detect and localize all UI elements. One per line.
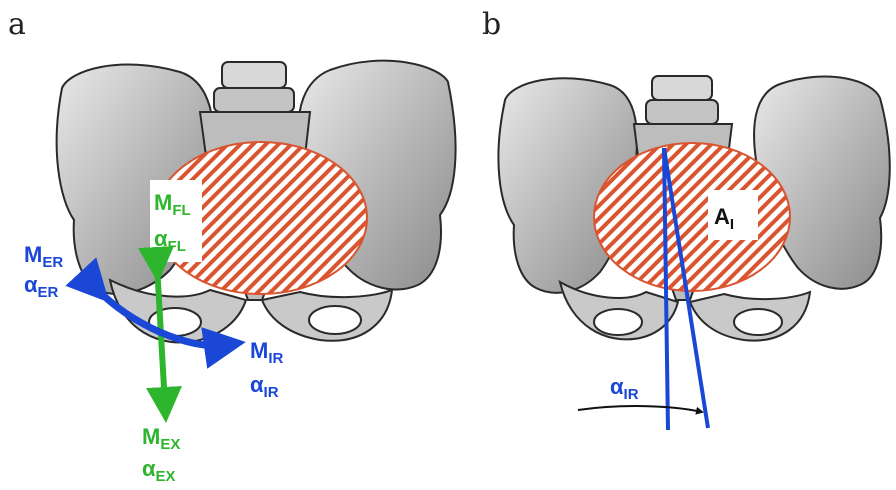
label-alpha-er: αER (24, 272, 59, 301)
panel-letter-b: b (482, 7, 501, 42)
label-alpha-ex: αEX (142, 456, 176, 485)
label-m-er: MER (24, 242, 63, 271)
panel-letter-a: a (8, 7, 26, 42)
panel-a: a MFL αFL MER αER MIR (8, 7, 456, 485)
panel-b: b AI αIR (482, 7, 890, 430)
label-alpha-ir-b: αIR (610, 374, 639, 403)
pelvic-inlet-hatched-b (594, 143, 790, 291)
label-m-ex: MEX (142, 424, 180, 453)
label-m-ir-a: MIR (250, 338, 283, 367)
rotation-angle-arc (578, 406, 702, 412)
label-alpha-ir-a: αIR (250, 372, 279, 401)
